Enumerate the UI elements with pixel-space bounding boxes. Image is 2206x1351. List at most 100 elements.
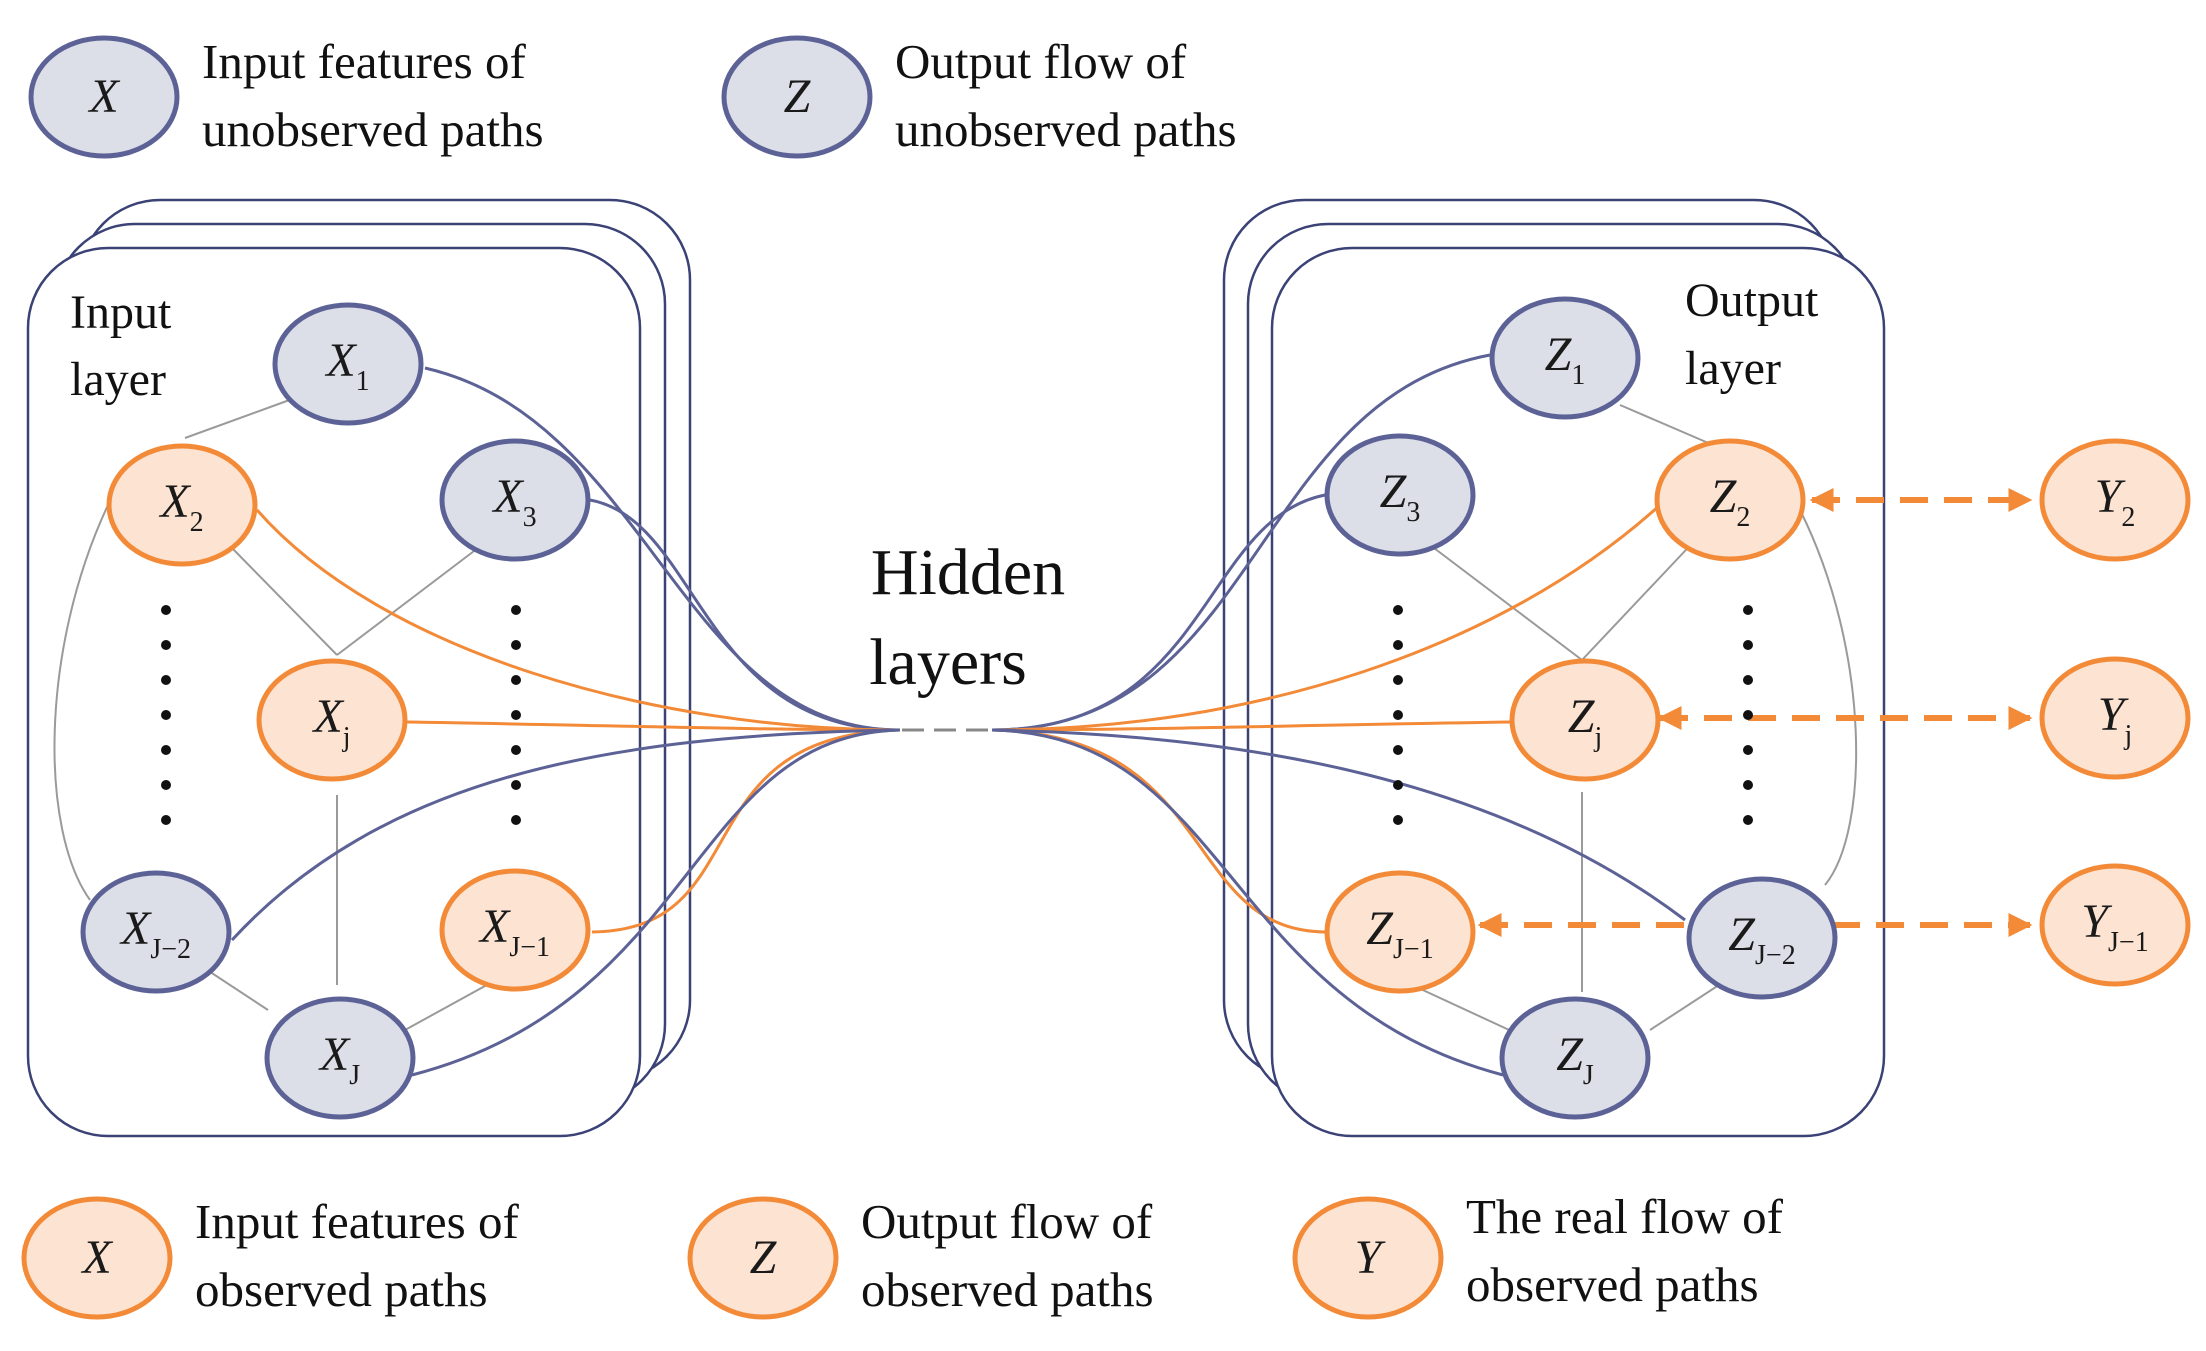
- legend-node-observed-z: [687, 1196, 839, 1320]
- node-zj2: ZJ−2: [1686, 876, 1838, 1000]
- node-shape: [1489, 296, 1641, 420]
- node-yj: Yj: [2039, 656, 2191, 780]
- link-xJ: [411, 728, 901, 1077]
- node-z3: Z3: [1324, 433, 1476, 557]
- node-label: Zj: [1568, 690, 1602, 753]
- legend-unobserved-input: X Input features of unobserved paths: [28, 34, 544, 159]
- legend-observed-output: Z Output flow of observed paths: [687, 1194, 1154, 1320]
- node-shape: [264, 996, 416, 1120]
- node-shape: [1654, 438, 1806, 562]
- node-y2: Y2: [2039, 438, 2191, 562]
- node-label: XJ−2: [119, 902, 191, 965]
- legend-text-line2: observed paths: [861, 1262, 1154, 1317]
- legend-observed-input: X Input features of observed paths: [21, 1194, 519, 1320]
- node-shape: [256, 658, 408, 782]
- link-xj: [405, 720, 901, 732]
- link-x3: [589, 498, 901, 732]
- node-label: ZJ−1: [1366, 902, 1433, 965]
- node-z1: Z1: [1489, 296, 1641, 420]
- link-zJ: [991, 728, 1504, 1077]
- node-shape: [1499, 996, 1651, 1120]
- hidden-to-output-links: [991, 353, 1686, 1077]
- input-intra-links: [53, 397, 506, 1031]
- node-shape: [2039, 656, 2191, 780]
- node-x3: X3: [439, 438, 591, 562]
- node-xj2: XJ−2: [80, 870, 232, 994]
- node-shape: [1324, 433, 1476, 557]
- legend-unobserved-output: Z Output flow of unobserved paths: [721, 34, 1237, 159]
- link-x1: [424, 366, 901, 732]
- legend-node-real-y: [1292, 1196, 1444, 1320]
- node-xj1: XJ−1: [439, 868, 591, 992]
- node-label: Yj: [2098, 688, 2132, 751]
- node-x2: X2: [106, 443, 258, 567]
- node-shape: [2039, 438, 2191, 562]
- node-shape: [1686, 876, 1838, 1000]
- legend-text-line2: unobserved paths: [202, 102, 544, 157]
- node-shape: [1324, 870, 1476, 994]
- node-label: X2: [158, 475, 203, 538]
- link-x2: [255, 509, 901, 732]
- node-shape: [439, 868, 591, 992]
- node-shape: [439, 438, 591, 562]
- link-zj1: [991, 728, 1326, 934]
- node-z2: Z2: [1654, 438, 1806, 562]
- node-label: Z1: [1545, 328, 1586, 391]
- node-shape: [1509, 658, 1661, 782]
- link-xj2: [230, 728, 901, 942]
- node-label: YJ−1: [2081, 895, 2148, 958]
- input-layer-title-line2: layer: [70, 353, 166, 406]
- node-shape: [272, 302, 424, 426]
- node-label: XJ−1: [478, 900, 550, 963]
- link-zj2: [991, 728, 1686, 922]
- legend-text-line2: observed paths: [1466, 1257, 1759, 1312]
- node-zJ: ZJ: [1499, 996, 1651, 1120]
- hidden-layers-label: Hidden layers: [869, 536, 1065, 732]
- node-label: Z2: [1710, 470, 1751, 533]
- node-xj: Xj: [256, 658, 408, 782]
- legend-node-observed-x: [21, 1196, 173, 1320]
- node-zj1: ZJ−1: [1324, 870, 1476, 994]
- node-label: Y2: [2095, 470, 2136, 533]
- legend-node-unobserved-x: [28, 35, 180, 159]
- input-layer-title-line1: Input: [70, 286, 172, 339]
- legend-text-line1: Input features of: [195, 1194, 519, 1249]
- legend-symbol: X: [80, 1231, 113, 1284]
- node-xJ: XJ: [264, 996, 416, 1120]
- legend-text-line1: Input features of: [202, 34, 526, 89]
- ellipsis-dots: [161, 605, 1753, 825]
- legend-text-line1: Output flow of: [861, 1194, 1153, 1249]
- legend-symbol: X: [87, 70, 120, 123]
- node-zj: Zj: [1509, 658, 1661, 782]
- node-label: Z3: [1380, 465, 1421, 528]
- node-yj1: YJ−1: [2039, 863, 2191, 987]
- legend-node-unobserved-z: [721, 35, 873, 159]
- link-z3: [991, 493, 1326, 732]
- input-to-hidden-links: [230, 366, 901, 1077]
- legend-text-line2: observed paths: [195, 1262, 488, 1317]
- output-layer-title-line1: Output: [1685, 274, 1819, 327]
- output-layer-title-line2: layer: [1685, 342, 1781, 395]
- node-label: Xj: [311, 690, 350, 753]
- node-shape: [80, 870, 232, 994]
- hidden-layers-line1: Hidden: [871, 536, 1065, 609]
- node-x1: X1: [272, 302, 424, 426]
- legend-text-line1: The real flow of: [1466, 1189, 1784, 1244]
- node-label: XJ: [318, 1028, 360, 1091]
- legend-text-line1: Output flow of: [895, 34, 1187, 89]
- legend-text-line2: unobserved paths: [895, 102, 1237, 157]
- legend-symbol: Z: [784, 70, 812, 123]
- node-label: ZJ: [1556, 1028, 1594, 1091]
- legend-symbol: Z: [750, 1231, 778, 1284]
- hidden-layers-line2: layers: [869, 626, 1027, 699]
- link-zj: [991, 720, 1513, 732]
- legend-real-flow: Y The real flow of observed paths: [1292, 1189, 1784, 1320]
- node-shape: [106, 443, 258, 567]
- node-shape: [2039, 863, 2191, 987]
- node-label: ZJ−2: [1728, 908, 1795, 971]
- link-z2: [991, 503, 1662, 732]
- node-label: X3: [491, 470, 536, 533]
- legend-symbol: Y: [1355, 1231, 1386, 1284]
